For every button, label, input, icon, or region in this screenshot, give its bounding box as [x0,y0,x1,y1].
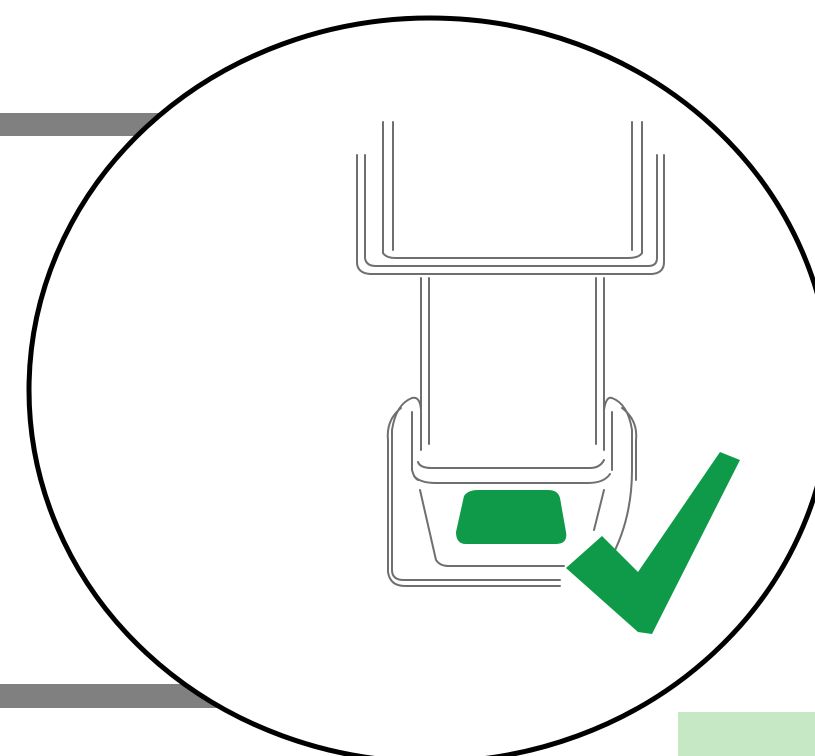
corner-tab [678,712,815,756]
release-button [456,490,567,544]
checkmark-icon [566,452,740,634]
buckle-icon [356,121,665,587]
top-strap [0,113,170,136]
